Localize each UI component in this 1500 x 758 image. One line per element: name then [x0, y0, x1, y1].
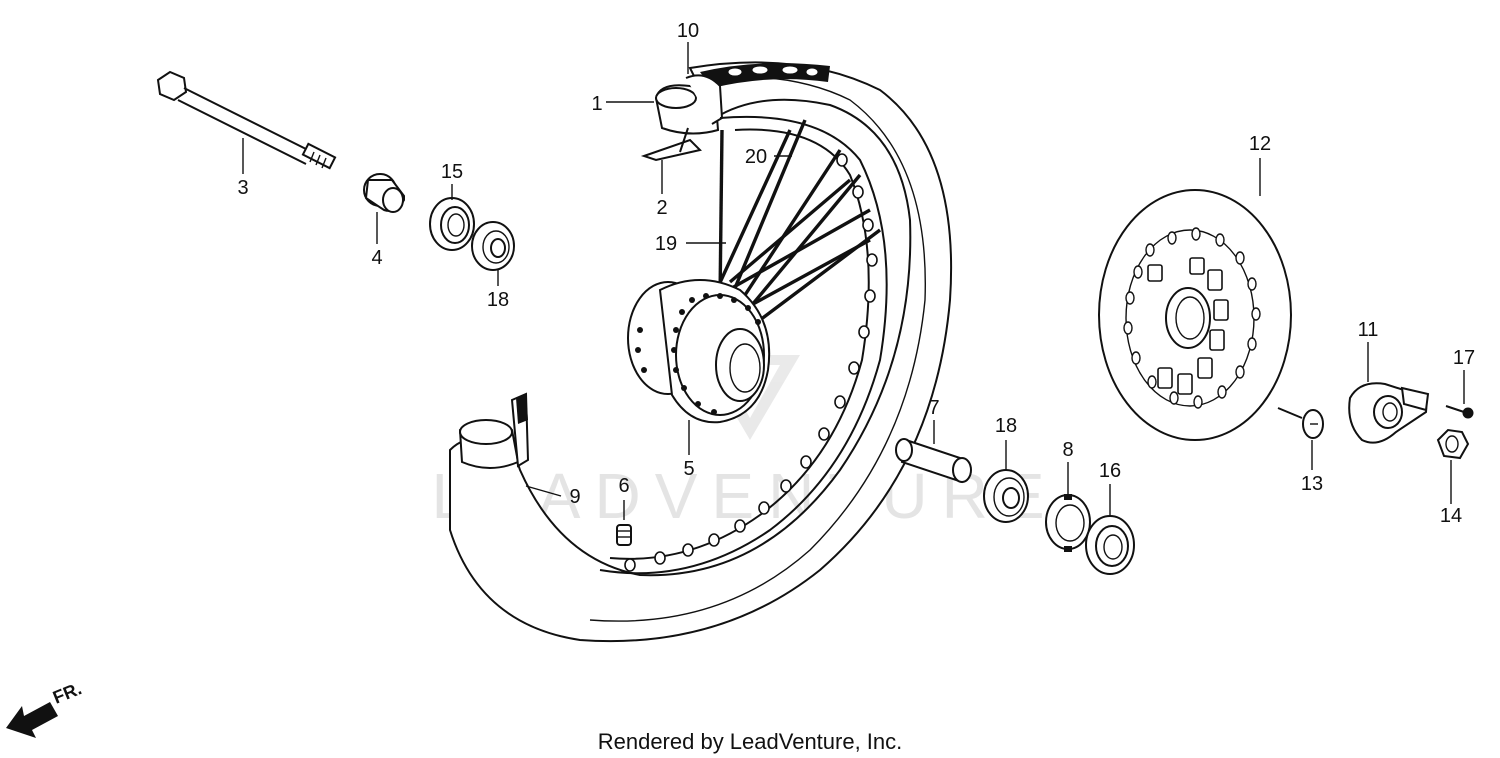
front-direction-arrow: FR. — [6, 678, 84, 738]
callout-20: 20 — [745, 146, 767, 168]
gear-retainer-part — [1045, 494, 1091, 552]
callout-1: 1 — [591, 93, 602, 115]
tire-part — [449, 61, 953, 643]
callout-18-right: 18 — [995, 415, 1017, 437]
callout-18-left: 18 — [487, 289, 509, 311]
hub-part — [627, 279, 771, 424]
callout-10: 10 — [677, 20, 699, 42]
collar-part — [363, 173, 405, 213]
callout-6: 6 — [618, 475, 629, 497]
rim-band-part — [640, 74, 724, 162]
callout-8: 8 — [1062, 439, 1073, 461]
dust-seal-part — [429, 197, 475, 251]
bearing-right-part — [983, 469, 1029, 523]
direction-label: FR. — [50, 678, 84, 707]
axle-part — [156, 70, 337, 170]
tube-band-lower-part — [458, 392, 530, 469]
leader-lines — [242, 42, 1465, 520]
callout-15: 15 — [441, 161, 463, 183]
speedometer-gearbox-part — [1348, 382, 1430, 444]
callout-16: 16 — [1099, 460, 1121, 482]
distance-collar-part — [895, 438, 972, 484]
dust-seal-right-part — [1085, 515, 1135, 575]
callout-3: 3 — [237, 177, 248, 199]
callout-9: 9 — [569, 486, 580, 508]
screw-part — [1277, 407, 1324, 439]
callout-17: 17 — [1453, 347, 1475, 369]
footer-credit: Rendered by LeadVenture, Inc. — [598, 729, 903, 754]
callouts: 1 2 3 4 5 6 7 8 9 10 11 12 13 14 15 16 1… — [237, 20, 1475, 527]
callout-14: 14 — [1440, 505, 1462, 527]
axle-nut-part — [1436, 428, 1470, 460]
callout-19: 19 — [655, 233, 677, 255]
valve-cap-part — [616, 524, 632, 546]
small-screw-part — [1445, 405, 1474, 419]
callout-7: 7 — [928, 397, 939, 419]
rim-holes — [624, 153, 878, 572]
bearing-left-part — [471, 221, 515, 271]
front-direction-arrow-icon — [6, 702, 58, 738]
callout-13: 13 — [1301, 473, 1323, 495]
callout-4: 4 — [371, 247, 382, 269]
callout-12: 12 — [1249, 133, 1271, 155]
callout-11: 11 — [1358, 319, 1379, 341]
rim-part — [599, 115, 888, 575]
brake-disc-part — [1098, 189, 1292, 441]
callout-5: 5 — [683, 458, 694, 480]
spokes — [699, 119, 882, 322]
callout-2: 2 — [656, 197, 667, 219]
